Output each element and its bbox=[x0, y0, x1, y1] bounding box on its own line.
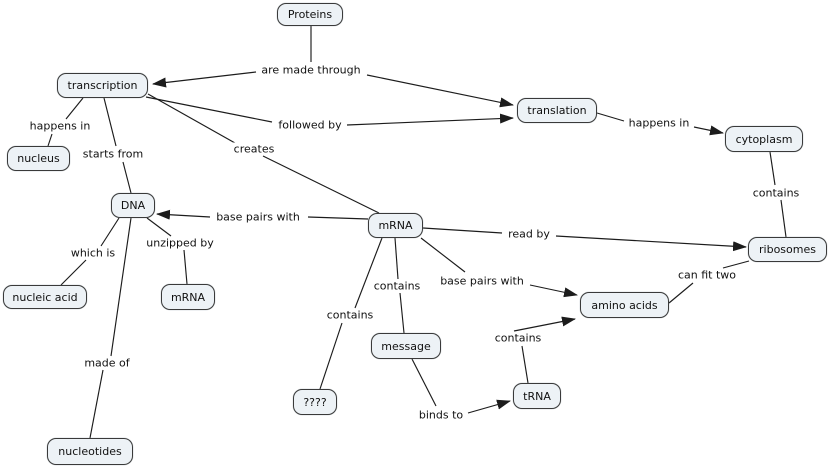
link-label-creates[interactable]: creates bbox=[230, 142, 278, 156]
edge-line[interactable] bbox=[769, 151, 776, 186]
edge-line[interactable] bbox=[319, 322, 343, 390]
concept-node-translation[interactable]: translation bbox=[517, 98, 597, 123]
edge-line[interactable] bbox=[668, 282, 694, 304]
edge-line-arrow[interactable] bbox=[156, 209, 211, 220]
edge-line[interactable] bbox=[262, 155, 380, 214]
edge-line[interactable] bbox=[100, 217, 120, 247]
link-label-which-is[interactable]: which is bbox=[67, 246, 119, 260]
edge-line-arrow[interactable] bbox=[346, 113, 514, 126]
edge-line[interactable] bbox=[780, 199, 787, 238]
edge-line-arrow[interactable] bbox=[555, 235, 747, 252]
edge-line[interactable] bbox=[60, 259, 87, 286]
link-label-unzipped-by[interactable]: unzipped by bbox=[143, 236, 217, 250]
edge-line-arrow[interactable] bbox=[529, 284, 578, 298]
edge-line[interactable] bbox=[47, 133, 53, 147]
concept-node-amino-acids[interactable]: amino acids bbox=[580, 292, 669, 318]
edge-line[interactable] bbox=[183, 249, 188, 285]
edge-line[interactable] bbox=[103, 97, 117, 147]
edge-line[interactable] bbox=[394, 237, 399, 280]
edge-line-arrow[interactable] bbox=[693, 125, 724, 136]
edge-line[interactable] bbox=[596, 112, 625, 122]
concept-node-mrna[interactable]: mRNA bbox=[368, 213, 423, 238]
link-label-read-by[interactable]: read by bbox=[505, 227, 553, 241]
edge-line[interactable] bbox=[110, 217, 132, 357]
edge-line[interactable] bbox=[65, 97, 84, 120]
edge-line-arrow[interactable] bbox=[152, 71, 257, 88]
edge-line[interactable] bbox=[354, 237, 383, 309]
edge-line[interactable] bbox=[147, 93, 236, 144]
link-label-followed-by[interactable]: followed by bbox=[275, 118, 345, 132]
link-label-contains-message[interactable]: contains bbox=[370, 279, 424, 293]
link-label-happens-in-cytoplasm[interactable]: happens in bbox=[625, 116, 693, 130]
edge-line[interactable] bbox=[722, 260, 750, 269]
edge-line[interactable] bbox=[122, 161, 132, 194]
concept-node-ribosomes[interactable]: ribosomes bbox=[748, 237, 827, 262]
link-label-base-pairs-with-aa[interactable]: base pairs with bbox=[437, 274, 527, 288]
link-label-contains-unknown[interactable]: contains bbox=[323, 308, 377, 322]
link-label-binds-to[interactable]: binds to bbox=[415, 408, 467, 422]
concept-node-dna[interactable]: DNA bbox=[111, 193, 155, 218]
concept-node-nucleus[interactable]: nucleus bbox=[7, 146, 70, 171]
edge-line[interactable] bbox=[146, 217, 172, 237]
edge-line-arrow[interactable] bbox=[366, 74, 514, 108]
edge-line[interactable] bbox=[307, 216, 369, 220]
concept-node-transcription[interactable]: transcription bbox=[57, 73, 148, 98]
concept-node-nucleic-acid[interactable]: nucleic acid bbox=[3, 285, 87, 309]
concept-node-trna[interactable]: tRNA bbox=[513, 383, 561, 409]
link-label-starts-from[interactable]: starts from bbox=[79, 147, 147, 161]
concept-node-message[interactable]: message bbox=[371, 333, 441, 359]
edge-line[interactable] bbox=[422, 227, 503, 234]
link-label-are-made-through[interactable]: are made through bbox=[258, 63, 364, 77]
edge-line-arrow[interactable] bbox=[513, 316, 576, 332]
edge-line-arrow[interactable] bbox=[467, 399, 511, 414]
edge-line[interactable] bbox=[89, 369, 104, 439]
concept-node-proteins[interactable]: Proteins bbox=[277, 3, 343, 26]
concept-node-mrna-2[interactable]: mRNA bbox=[161, 284, 215, 310]
edge-line[interactable] bbox=[521, 345, 529, 384]
link-label-made-of[interactable]: made of bbox=[81, 356, 133, 370]
link-label-can-fit-two[interactable]: can fit two bbox=[674, 268, 740, 282]
link-label-happens-in-nucleus[interactable]: happens in bbox=[26, 119, 94, 133]
link-label-contains-amino[interactable]: contains bbox=[491, 331, 545, 345]
edge-line[interactable] bbox=[399, 292, 405, 334]
edge-line[interactable] bbox=[420, 237, 466, 273]
concept-node-unknown[interactable]: ???? bbox=[293, 389, 337, 415]
link-label-base-pairs-with-dna[interactable]: base pairs with bbox=[213, 210, 303, 224]
edge-line[interactable] bbox=[145, 96, 273, 123]
concept-node-nucleotides[interactable]: nucleotides bbox=[47, 438, 133, 465]
edge-line[interactable] bbox=[411, 358, 437, 407]
concept-node-cytoplasm[interactable]: cytoplasm bbox=[725, 126, 803, 152]
link-label-contains-ribosomes[interactable]: contains bbox=[749, 186, 803, 200]
